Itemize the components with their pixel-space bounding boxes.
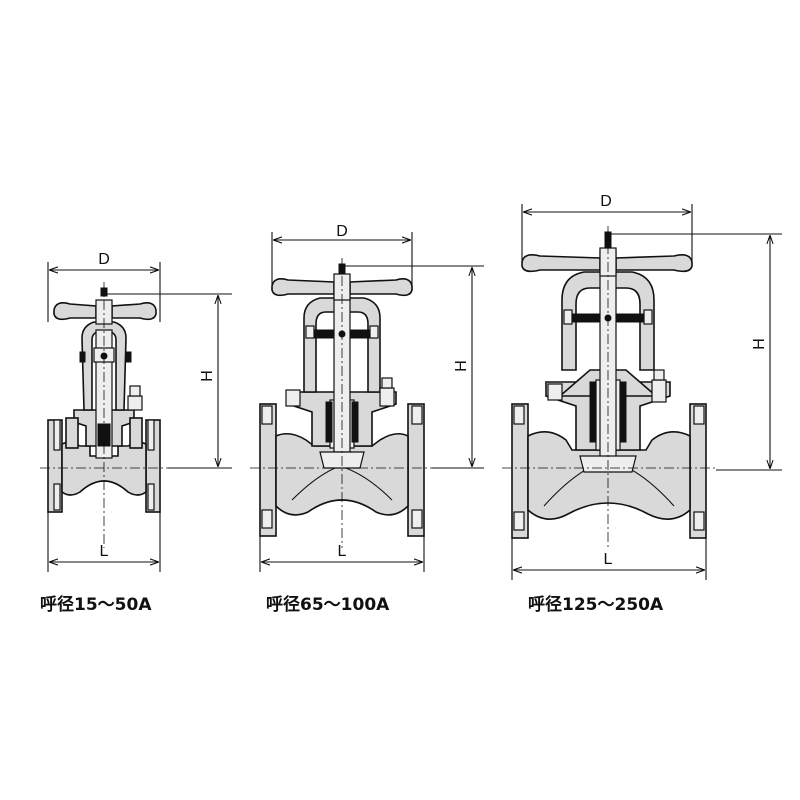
- valve-small-d-label: D: [98, 251, 110, 268]
- valve-large-h-label: H: [751, 338, 768, 350]
- valve-large-caption: 呼径125～250A: [528, 594, 664, 615]
- valve-medium-d-label: D: [336, 223, 348, 240]
- valve-medium-body: [250, 258, 432, 548]
- valve-large-d-label: D: [600, 193, 612, 210]
- valve-large-dim-l: L: [511, 538, 707, 580]
- valve-large-dim-d: D: [521, 193, 693, 262]
- valve-large: D H L 呼径125～250A: [502, 193, 782, 615]
- valve-small-body: [40, 282, 168, 548]
- valve-large-dim-h: H: [608, 233, 782, 471]
- valve-medium-caption: 呼径65～100A: [266, 594, 390, 615]
- valve-medium: D H L 呼径65～100A: [250, 223, 484, 615]
- valve-small-dim-d: D: [47, 251, 161, 322]
- valve-medium-dim-h: H: [342, 265, 484, 469]
- valve-small-caption: 呼径15～50A: [40, 594, 152, 615]
- valve-medium-l-label: L: [338, 543, 347, 560]
- valve-large-l-label: L: [604, 551, 613, 568]
- valve-small-dim-h: H: [104, 293, 232, 469]
- valve-medium-dim-l: L: [259, 536, 425, 572]
- valve-small: D H L 呼径15～50A: [40, 251, 232, 615]
- valve-large-body: [502, 226, 716, 548]
- valve-small-dim-l: L: [47, 512, 161, 572]
- valve-medium-dim-d: D: [271, 223, 413, 290]
- valve-small-h-label: H: [199, 370, 216, 382]
- valve-medium-h-label: H: [453, 360, 470, 372]
- valve-small-l-label: L: [100, 543, 109, 560]
